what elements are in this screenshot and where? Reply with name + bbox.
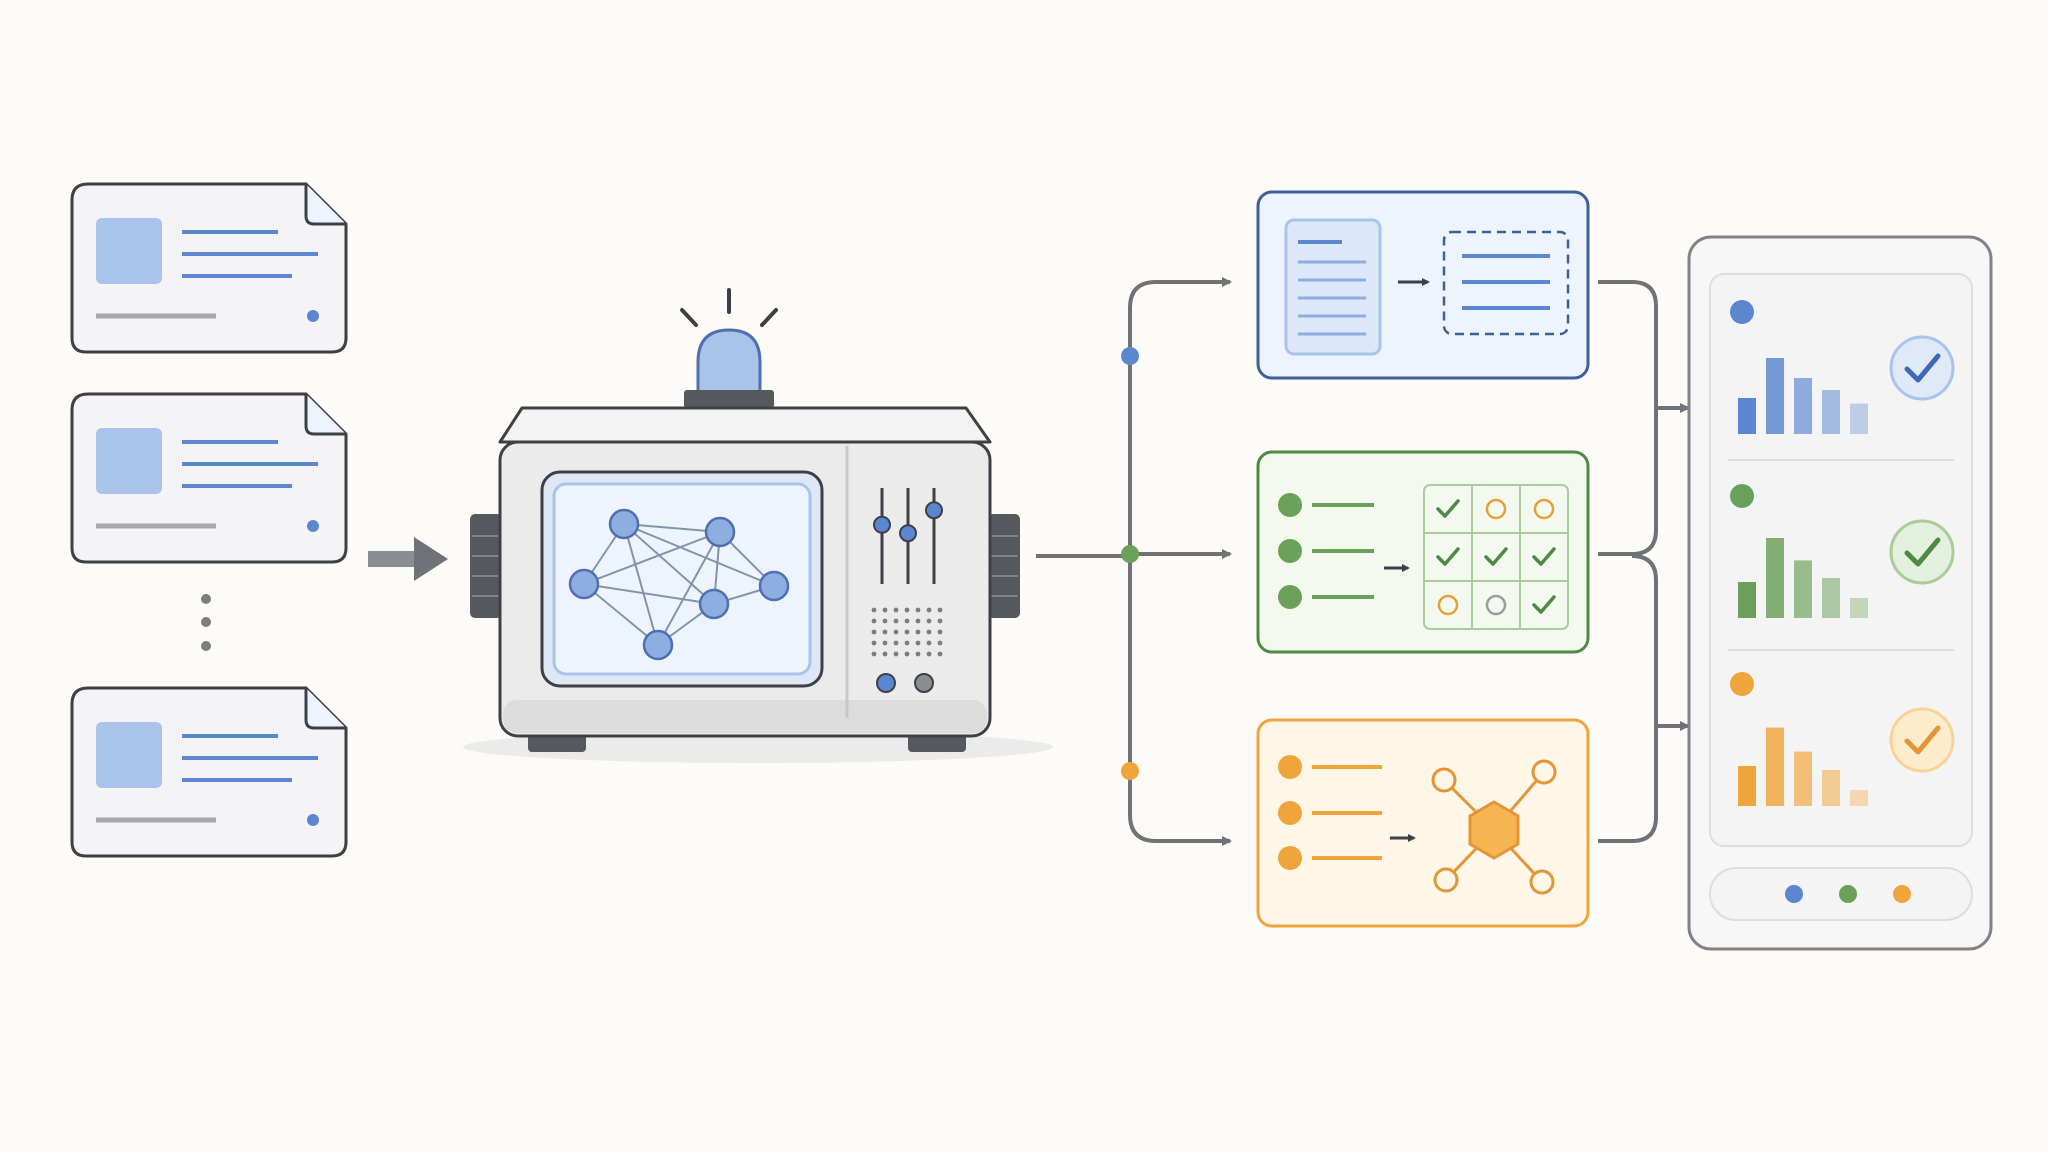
input-document [70,686,348,858]
result-sections [1730,300,1955,806]
results-panel [1687,235,1993,951]
hexagon-network-icon [1431,759,1557,895]
network-node [758,570,790,602]
result-bar [1850,598,1868,618]
input-document [70,392,348,564]
slider-knob [899,524,917,543]
footer-dots [1785,885,1911,903]
result-bar [1822,578,1840,618]
slider-controls-icon [873,488,943,584]
network-node [568,568,600,600]
check-icon [1532,547,1556,566]
mode-button [914,673,934,693]
green-branch-card [1256,450,1590,654]
check-icon [1484,547,1508,566]
result-bar [1822,770,1840,806]
image-placeholder-icon [96,218,162,284]
speaker-grille-icon [871,607,943,657]
result-bar [1794,751,1812,806]
result-bar [1738,398,1756,434]
result-bar [1766,727,1784,806]
check-icon [1436,547,1460,566]
result-bar [1794,378,1812,434]
folded-corner-icon [304,688,346,730]
blue-dot [1785,885,1803,903]
folded-corner-icon [304,394,346,436]
result-bar [1766,358,1784,434]
checkmark-badge-icon [1889,707,1955,773]
image-placeholder-icon [96,722,162,788]
result-bar [1794,560,1812,618]
network-node [642,629,674,661]
result-bar [1850,403,1868,434]
green-list-icon [1278,493,1374,609]
processing-machine [463,288,1053,763]
checkmark-badge-icon [1889,519,1955,585]
network-node [698,588,730,620]
blue-branch-card [1256,190,1590,380]
network-node [608,508,640,540]
document-extraction-icon [1284,218,1570,356]
branch-connectors [1036,277,1232,846]
circle-icon [1533,498,1555,520]
input-document [70,182,348,354]
input-arrow [368,537,448,581]
result-bar [1738,766,1756,806]
left-handle [470,514,502,618]
neural-network-icon [568,508,790,661]
check-icon [1532,595,1556,614]
circle-icon [1437,594,1459,616]
result-section [1730,484,1955,618]
result-bar [1822,390,1840,434]
result-bar [1738,582,1756,618]
result-section [1730,300,1955,434]
green-dot [1839,885,1857,903]
circle-icon [1485,594,1507,616]
green-branch-dot [1121,545,1139,563]
blue-branch-dot [1121,347,1139,365]
power-button [876,673,896,693]
alert-beacon-icon [680,288,778,408]
result-section [1730,672,1955,806]
orange-branch-dot [1121,762,1139,780]
check-icon [1436,499,1460,518]
checklist-grid-icon [1423,484,1569,630]
orange-list-icon [1278,755,1382,870]
folded-corner-icon [304,184,346,226]
orange-branch-card [1256,718,1590,928]
input-documents [70,182,348,858]
result-bar [1766,538,1784,618]
result-bar [1850,790,1868,806]
image-placeholder-icon [96,428,162,494]
circle-icon [1485,498,1507,520]
right-handle [988,514,1020,618]
checkmark-badge-icon [1889,335,1955,401]
merge-connectors [1598,280,1690,843]
network-node [704,516,736,548]
slider-knob [925,501,943,520]
orange-dot [1893,885,1911,903]
slider-knob [873,515,891,534]
ellipsis-dots [201,594,211,651]
